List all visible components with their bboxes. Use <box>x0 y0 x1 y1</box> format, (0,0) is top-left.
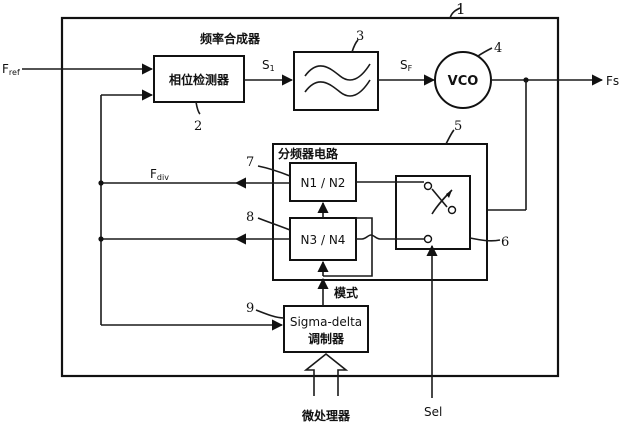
filter-wave-2 <box>304 79 371 97</box>
switch-contact-1 <box>423 181 433 191</box>
s1-label: S1 <box>262 58 275 73</box>
sigma-delta-line2: 调制器 <box>308 331 345 346</box>
bus-junction-fdiv <box>98 180 104 186</box>
ref-9-leader <box>255 309 285 319</box>
n3-n4-label: N3 / N4 <box>301 233 346 247</box>
sf-label: SF <box>400 58 413 73</box>
switch-to-n3n4-line <box>356 234 424 240</box>
bus-junction-n3n4 <box>98 236 104 242</box>
ref-5-label: 5 <box>454 119 462 134</box>
ref-1-label: 1 <box>456 0 466 18</box>
n1-n2-box <box>289 162 357 202</box>
frequency-synthesizer-frame <box>60 16 560 378</box>
ref-1-leader <box>449 7 461 19</box>
n1-n2-label: N1 / N2 <box>301 176 346 190</box>
ref-8-label: 8 <box>246 210 254 225</box>
microprocessor-arrow <box>303 352 349 396</box>
ref-7-leader <box>257 165 291 177</box>
sigma-delta-box <box>283 305 369 353</box>
vco-label: VCO <box>448 74 479 89</box>
synth-title: 频率合成器 <box>200 31 261 46</box>
ref-4-label: 4 <box>494 41 502 56</box>
switch-contact-2 <box>447 205 457 215</box>
n3n4-loop-line <box>323 217 373 277</box>
microprocessor-label: 微处理器 <box>301 408 351 423</box>
ref-6-leader <box>469 237 501 242</box>
ref-8-leader <box>257 217 291 231</box>
switch-contact-3 <box>423 234 433 244</box>
mode-label: 模式 <box>334 285 358 300</box>
ref-4-leader <box>477 47 493 57</box>
fs-label: Fs <box>606 74 619 88</box>
ref-2-label: 2 <box>194 119 202 134</box>
phase-detector-label: 相位检测器 <box>169 72 230 87</box>
switch-blade <box>431 188 448 208</box>
ref-7-label: 7 <box>246 155 254 170</box>
ref-2-leader <box>195 101 201 115</box>
fdiv-label: Fdiv <box>150 167 169 182</box>
ref-3-leader <box>351 39 359 53</box>
ref-9-label: 9 <box>246 301 254 316</box>
ref-6-label: 6 <box>501 235 509 250</box>
phase-detector-box <box>153 55 245 103</box>
fref-label: Fref <box>2 62 20 77</box>
ref-3-label: 3 <box>356 29 364 44</box>
divider-title: 分频器电路 <box>278 146 339 161</box>
filter-wave-1 <box>304 63 371 81</box>
loop-filter-box <box>293 51 379 111</box>
sel-label: Sel <box>424 405 442 419</box>
switch-blade-arrowhead <box>446 190 452 198</box>
sigma-delta-line1: Sigma-delta <box>290 315 362 329</box>
ref-5-leader <box>445 129 455 145</box>
